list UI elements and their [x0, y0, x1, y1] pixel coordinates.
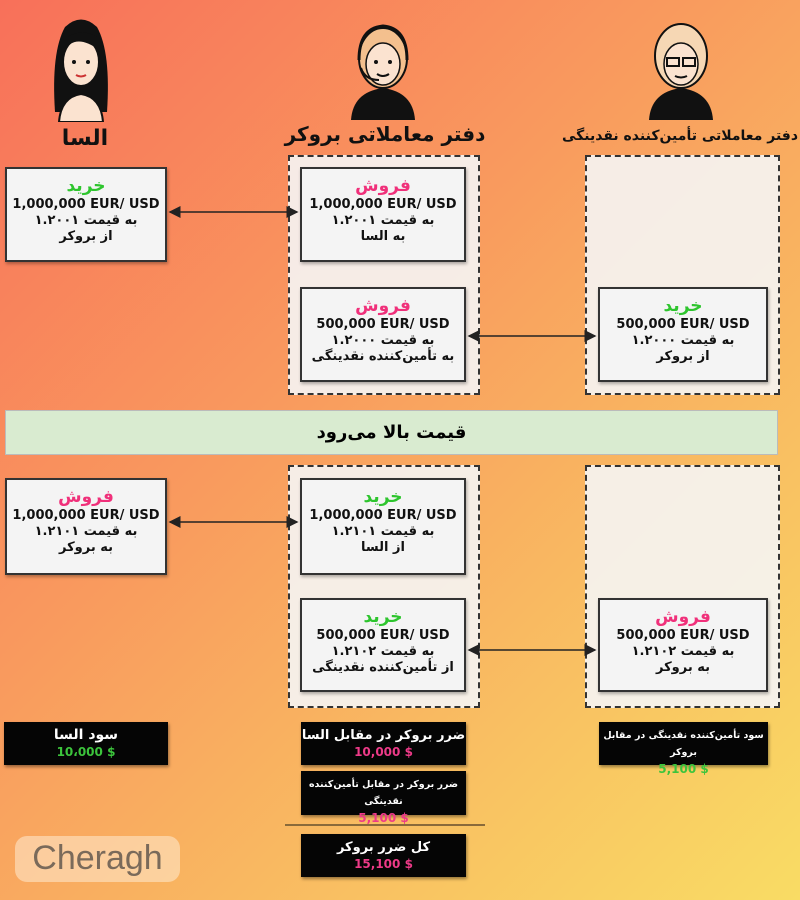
label: ضرر بروکر در مقابل السا: [301, 728, 466, 743]
elsa-avatar-icon: [54, 19, 108, 122]
counterparty: به بروکر: [59, 540, 113, 555]
pair: 500,000 EUR/ USD: [316, 317, 450, 332]
action: فروش: [355, 296, 411, 316]
lp-profit-box: سود تأمین‌کننده نقدینگی در مقابل بروکر 5…: [599, 722, 768, 776]
counterparty: از بروکر: [656, 349, 710, 364]
broker-buy-from-elsa-card: خرید 1,000,000 EUR/ USD به قیمت ۱.۲۱۰۱ ا…: [300, 478, 466, 575]
pair: 1,000,000 EUR/ USD: [309, 508, 457, 523]
price: به قیمت ۱.۲۱۰۲: [631, 644, 735, 659]
cheragh-logo: Cheragh: [15, 836, 180, 882]
price: به قیمت ۱.۲۱۰۱: [34, 524, 138, 539]
counterparty: به السا: [360, 229, 406, 244]
label: سود السا: [53, 727, 119, 743]
label: سود تأمین‌کننده نقدینگی در مقابل بروکر: [603, 730, 764, 758]
pair: 500,000 EUR/ USD: [316, 628, 450, 643]
broker-sell-to-lp-card: فروش 500,000 EUR/ USD به قیمت ۱.۲۰۰۰ به …: [300, 287, 466, 382]
elsa-sell-card: فروش 1,000,000 EUR/ USD به قیمت ۱.۲۱۰۱ ب…: [5, 478, 167, 575]
value: 10،000 $: [56, 745, 116, 759]
elsa-profit-box: سود السا 10،000 $: [4, 722, 168, 765]
broker-loss-vs-elsa-box: ضرر بروکر در مقابل السا 10,000 $: [301, 722, 466, 765]
value: 5,100 $: [658, 762, 709, 776]
action: خرید: [363, 487, 403, 507]
counterparty: به تأمین‌کننده نقدینگی: [311, 349, 455, 364]
action: فروش: [655, 607, 711, 627]
label: کل ضرر بروکر: [336, 840, 431, 855]
elsa-label: السا: [61, 126, 109, 151]
price: به قیمت ۱.۲۱۰۲: [331, 644, 435, 659]
price: به قیمت ۱.۲۰۰۰: [631, 333, 735, 348]
lp-sell-card: فروش 500,000 EUR/ USD به قیمت ۱.۲۱۰۲ به …: [598, 598, 768, 692]
action: فروش: [355, 176, 411, 196]
broker-buy-from-lp-card: خرید 500,000 EUR/ USD به قیمت ۱.۲۱۰۲ از …: [300, 598, 466, 692]
counterparty: از تأمین‌کننده نقدینگی: [312, 660, 454, 675]
broker-label: دفتر معاملاتی بروکر: [284, 122, 486, 146]
action: خرید: [663, 296, 703, 316]
counterparty: به بروکر: [656, 660, 710, 675]
action: خرید: [66, 176, 106, 196]
price-rises-banner: قیمت بالا می‌رود: [5, 410, 778, 455]
pair: 500,000 EUR/ USD: [616, 317, 750, 332]
price: به قیمت ۱.۲۰۰۰: [331, 333, 435, 348]
price: به قیمت ۱.۲۰۰۱: [331, 213, 435, 228]
counterparty: از بروکر: [59, 229, 113, 244]
broker-loss-vs-lp-box: ضرر بروکر در مقابل تأمین‌کننده نقدینگی 5…: [301, 771, 466, 825]
elsa-buy-card: خرید 1,000,000 EUR/ USD به قیمت ۱.۲۰۰۱ ا…: [5, 167, 167, 262]
broker-sell-to-elsa-card: فروش 1,000,000 EUR/ USD به قیمت ۱.۲۰۰۱ ب…: [300, 167, 466, 262]
label: ضرر بروکر در مقابل تأمین‌کننده نقدینگی: [308, 779, 459, 807]
action: فروش: [58, 487, 114, 507]
value: 10,000 $: [354, 745, 413, 759]
price: به قیمت ۱.۲۱۰۱: [331, 524, 435, 539]
pair: 1,000,000 EUR/ USD: [12, 508, 160, 523]
liquidity-provider-avatar-icon: [649, 23, 713, 120]
action: خرید: [363, 607, 403, 627]
pair: 1,000,000 EUR/ USD: [12, 197, 160, 212]
value: 5,100 $: [358, 811, 409, 825]
value: 15,100 $: [354, 857, 413, 871]
price: به قیمت ۱.۲۰۰۱: [34, 213, 138, 228]
pair: 1,000,000 EUR/ USD: [309, 197, 457, 212]
counterparty: از السا: [361, 540, 405, 555]
broker-operator-avatar-icon: [351, 24, 415, 120]
broker-total-loss-box: کل ضرر بروکر 15,100 $: [301, 834, 466, 877]
lp-label: دفتر معاملاتی تأمین‌کننده نقدینگی: [561, 128, 799, 144]
pair: 500,000 EUR/ USD: [616, 628, 750, 643]
lp-buy-card: خرید 500,000 EUR/ USD به قیمت ۱.۲۰۰۰ از …: [598, 287, 768, 382]
